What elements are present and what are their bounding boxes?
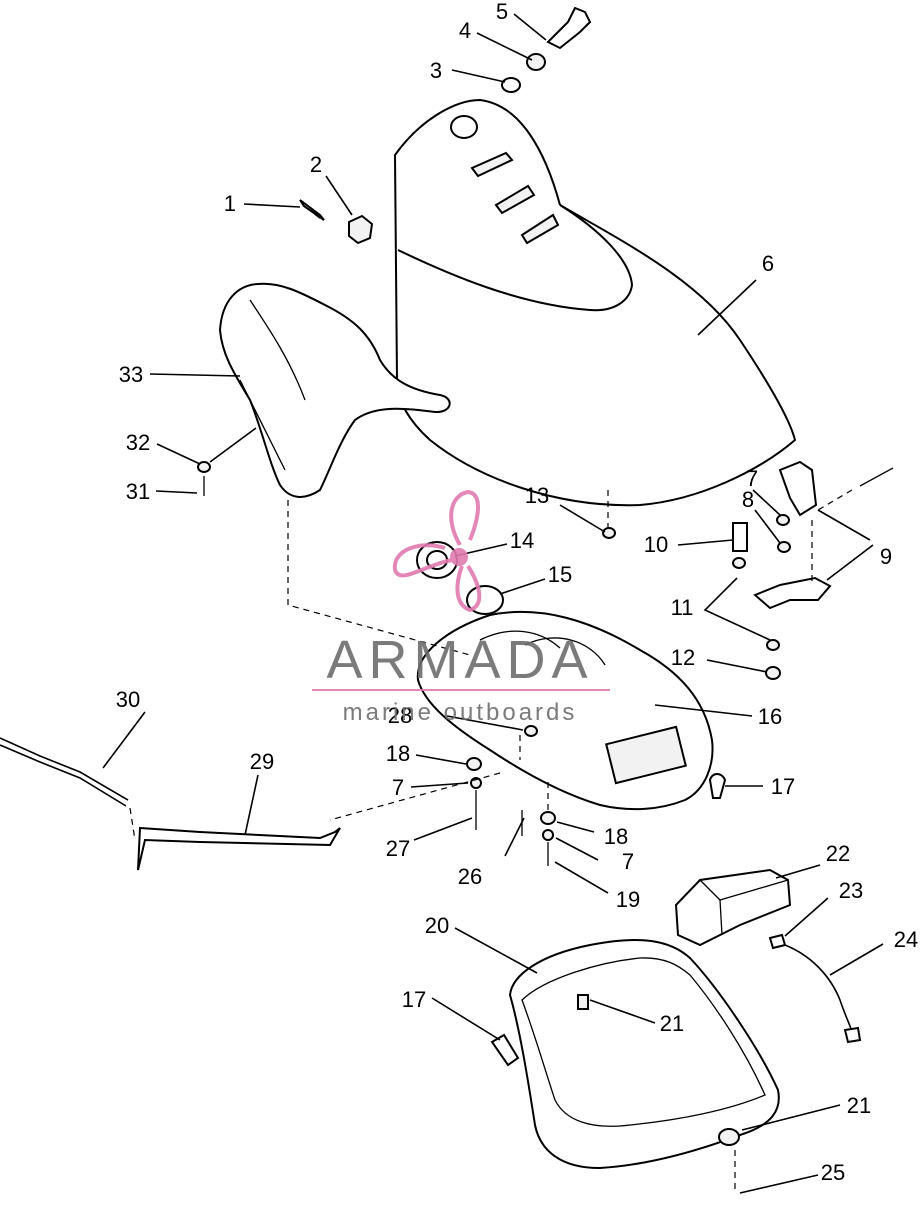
callout-32: 32	[126, 430, 150, 455]
callout-18-right: 18	[604, 824, 628, 849]
callout-labels: 1 2 3 4 5 6 7 8 9 10 11 12 13 14 15 16 1…	[116, 0, 918, 1185]
callout-18-left: 18	[386, 741, 410, 766]
bracket-parts	[753, 460, 894, 610]
watermark-brand: ARMADA	[326, 630, 593, 690]
callout-33: 33	[119, 362, 143, 387]
callout-11: 11	[671, 595, 694, 620]
seat-part	[393, 98, 797, 507]
callout-14: 14	[510, 528, 534, 553]
callout-7-left: 7	[392, 775, 404, 800]
callout-10: 10	[644, 532, 668, 557]
callout-5: 5	[496, 0, 508, 24]
callout-19: 19	[616, 887, 640, 912]
callout-17-right: 17	[771, 774, 795, 799]
assembly-dashed-lines	[129, 489, 853, 1190]
callout-leaders	[102, 13, 884, 1194]
callout-1: 1	[224, 191, 236, 216]
cowl-part	[218, 282, 451, 498]
callout-7-upper: 7	[746, 466, 758, 491]
battery-cable-part	[768, 933, 862, 1044]
callout-16: 16	[758, 704, 782, 729]
watermark: ARMADA marine outboards	[312, 489, 610, 726]
linkage-parts	[0, 737, 341, 871]
callout-20: 20	[425, 913, 449, 938]
battery-part	[674, 868, 792, 947]
callout-4: 4	[459, 18, 471, 43]
callout-30: 30	[116, 687, 140, 712]
callout-6: 6	[762, 251, 774, 276]
callout-17-lower: 17	[402, 987, 426, 1012]
callout-29: 29	[250, 749, 274, 774]
callout-3: 3	[430, 58, 442, 83]
callout-23: 23	[839, 878, 863, 903]
callout-22: 22	[826, 841, 850, 866]
callout-7-right: 7	[622, 849, 634, 874]
callout-9: 9	[880, 544, 892, 569]
battery-tray-part	[508, 938, 780, 1170]
callout-31: 31	[126, 479, 150, 504]
callout-21-edge: 21	[847, 1093, 871, 1118]
callout-8: 8	[742, 487, 754, 512]
callout-15: 15	[548, 562, 572, 587]
callout-2: 2	[310, 152, 322, 177]
seat-fastener-parts	[299, 6, 592, 245]
propeller-logo-icon	[392, 489, 482, 613]
hardware-parts	[197, 461, 791, 1067]
callout-24: 24	[894, 927, 918, 952]
callout-25: 25	[821, 1160, 845, 1185]
callout-27: 27	[386, 836, 410, 861]
callout-26: 26	[458, 864, 482, 889]
callout-12: 12	[671, 645, 695, 670]
watermark-tagline: marine outboards	[343, 699, 578, 726]
fuel-tank-part	[416, 610, 714, 811]
callout-28: 28	[388, 703, 412, 728]
callout-21-inside: 21	[660, 1011, 684, 1036]
callout-13: 13	[525, 483, 549, 508]
